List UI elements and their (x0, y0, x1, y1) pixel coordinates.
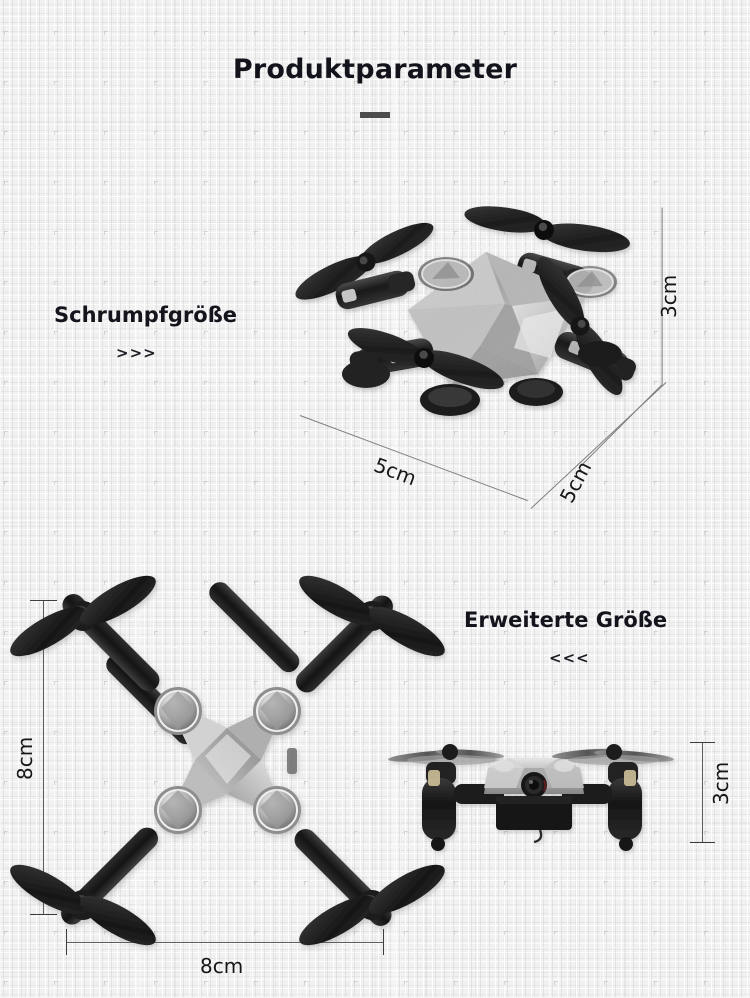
front-view-height-tick-bottom (690, 842, 715, 844)
folded-size-arrows: >>> (116, 344, 157, 362)
drone-front-view-icon (388, 722, 692, 872)
front-view-height-tick-top (690, 742, 715, 744)
top-view-height-tick-bottom (30, 914, 57, 916)
top-view-height-dimension-text: 8cm (13, 736, 37, 780)
top-view-width-tick-right (383, 929, 385, 955)
expanded-size-arrows: <<< (549, 649, 590, 667)
folded-size-label: Schrumpfgröße (54, 303, 238, 327)
page-title: Produktparameter (232, 54, 518, 85)
top-view-width-dimension-text: 8cm (200, 954, 244, 978)
top-view-height-dimension-line (43, 600, 45, 915)
title-underline-rule (360, 112, 390, 118)
top-view-height-tick-top (30, 600, 57, 602)
front-view-height-dimension-line (702, 742, 704, 843)
front-view-height-dimension-text: 3cm (709, 761, 733, 805)
folded-height-dimension-text: 3cm (657, 274, 681, 318)
drone-top-view-icon (10, 575, 445, 946)
drone-folded-isometric-icon (295, 178, 650, 428)
top-view-width-dimension-line (66, 942, 384, 944)
top-view-width-tick-left (66, 929, 68, 955)
expanded-size-label: Erweiterte Größe (464, 608, 668, 632)
